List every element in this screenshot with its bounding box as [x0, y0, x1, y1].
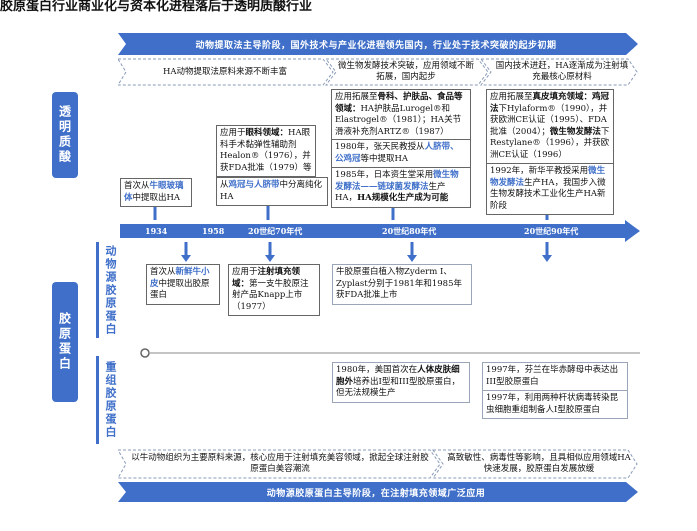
- collagen-event-knapp: 应用于注射填充领域：第一支牛胶原注射产品Knapp上市（1977）: [228, 264, 320, 316]
- recombinant-event-insect: 1997年，利用两种杆状病毒转染昆虫细胞重组制备人I型胶原蛋白: [482, 390, 628, 419]
- ha-event-80s-apps: 应用拓展至骨科、护肤品、食品等领域：HA护肤品Lurogel®和Elastrog…: [331, 89, 471, 141]
- category-ha-label: 透明质酸: [52, 92, 78, 178]
- ha-event-90s-china: 1992年，新华平教授采用微生物发酵法生产HA，我国步入微生物发酵技术工业化生产…: [486, 163, 614, 215]
- recombinant-event-1980: 1980年，美国首次在人体皮肤细胞外培养出I型和III型胶原蛋白，但无法规模生产: [332, 362, 470, 403]
- ha-event-70s-extract: 从鸡冠与人脐带中分离纯化HA: [216, 177, 328, 206]
- top-chevron-2: 微生物发酵技术突破，应用领域不断拓展，国内起步: [337, 61, 474, 82]
- recombinant-event-finland: 1997年，芬兰在毕赤酵母中表达出III型胶原蛋白: [482, 362, 628, 391]
- top-chevrons-shape: [118, 58, 638, 86]
- ha-event-70s-eye: 应用于眼科领域：HA眼科手术黏弹性辅助剂Healon®（1976），并获FDA批…: [216, 125, 316, 177]
- collagen-event-zyderm: 牛胶原蛋白植入物Zyderm I、Zyplast分别于1981年和1985年获F…: [332, 264, 472, 305]
- ha-event-80s-shiseido: 1985年，日本资生堂采用微生物发酵法——链球菌发酵法生产HA，HA规模化生产成…: [331, 167, 471, 208]
- category-collagen-label: 胶原蛋白: [52, 282, 78, 402]
- bottom-chevron-1: 以牛动物组织为主要原料来源，核心应用于注射填充美容领域，掀起全球注射胶原蛋白美容…: [131, 453, 429, 474]
- bottom-chevrons-shape: [118, 449, 638, 479]
- timeline-tick-1934: 1934: [145, 226, 168, 236]
- ha-event-80s-zhang: 1980年，张天民教授从人脐带、公鸡冠等中提取HA: [331, 139, 471, 168]
- bottom-chevron-2: 高致敏性、病毒性等影响，且具相似应用领域HA快速发展，胶原蛋白发展放缓: [447, 453, 631, 474]
- page-title: 胶原蛋白行业商业化与资本化进程落后于透明质酸行业: [0, 0, 313, 14]
- ha-event-90s-dermal: 应用拓展至真皮填充领域：鸡冠法下Hylaform®（1990），并获欧洲CE认证…: [486, 89, 614, 164]
- collagen-event-first-extract: 首次从新鲜牛小皮中提取出胶原蛋白: [146, 264, 220, 305]
- category-animal-label: 动物源胶原蛋白: [99, 244, 121, 336]
- category-recombinant-label: 重组胶原蛋白: [99, 358, 121, 442]
- bottom-banner-text: 动物源胶原蛋白主导阶段，在注射填充领域广泛应用: [266, 488, 486, 499]
- top-banner-arrow: [118, 33, 638, 55]
- ha-event-1934: 首次从牛眼玻璃体中提取出HA: [120, 178, 192, 207]
- timeline-tick-80s: 20世纪80年代: [382, 226, 437, 236]
- timeline-tick-90s: 20世纪90年代: [524, 226, 579, 236]
- bottom-banner-arrow: [118, 482, 638, 502]
- timeline-tick-1958: 1958: [202, 226, 225, 236]
- top-banner-text: 动物提取法主导阶段，国外技术与产业化进程领先国内，行业处于技术突破的起步初期: [195, 40, 557, 51]
- top-chevron-1: HA动物提取法原料来源不断丰富: [162, 66, 288, 77]
- timeline-arrow: [120, 220, 640, 242]
- top-chevron-3: 国内技术进赶，HA逐渐成为注射填充最核心原材料: [495, 61, 629, 82]
- timeline-tick-70s: 20世纪70年代: [248, 226, 303, 236]
